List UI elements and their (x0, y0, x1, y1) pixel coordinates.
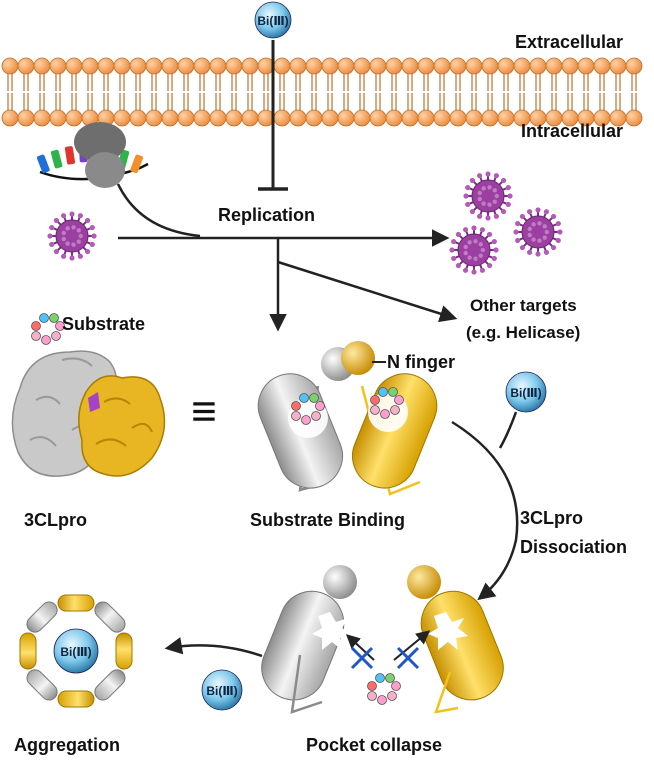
intracellular-label: Intracellular (521, 121, 623, 141)
svg-text:Bi(Ⅲ): Bi(Ⅲ) (510, 386, 541, 400)
substrate-label: Substrate (62, 314, 145, 334)
svg-text:Bi(Ⅲ): Bi(Ⅲ) (257, 14, 288, 28)
n-finger-label: N finger (387, 352, 455, 372)
extracellular-label: Extracellular (515, 32, 623, 52)
substrate-icon (31, 313, 65, 345)
aggregation-cluster (19, 594, 133, 708)
bi-ion-top: Bi(Ⅲ) (254, 1, 292, 39)
dissociation-label-line2: Dissociation (520, 537, 627, 557)
3clpro-dimer-cartoon (257, 341, 438, 496)
other-targets-label: Other targets (470, 296, 577, 315)
equivalence-symbol: ≡ (191, 387, 217, 436)
bi-ion-right: Bi(Ⅲ) (505, 371, 547, 413)
blocked-binding-left-icon (345, 634, 375, 670)
aggregation-arrow (164, 637, 263, 658)
3clpro-surface-structure (11, 350, 166, 477)
other-targets-arrow (277, 260, 458, 323)
bi-ion-bottom: Bi(Ⅲ) (201, 669, 243, 711)
blocked-binding-right-icon (393, 630, 431, 670)
replication-label: Replication (218, 205, 315, 225)
translation-curve (116, 183, 201, 238)
bi-ion-aggregate-center: Bi(Ⅲ) (53, 628, 99, 674)
other-targets-example: (e.g. Helicase) (466, 323, 580, 342)
collapse-burst-left (312, 612, 352, 650)
bi-ion-join-line (498, 411, 518, 449)
substrate-binding-label: Substrate Binding (250, 510, 405, 530)
dissociation-arrow (451, 420, 519, 601)
dissociation-label-line1: 3CLpro (520, 508, 583, 528)
ribosome-rna-icon (36, 122, 149, 188)
collapse-burst-right (428, 612, 468, 650)
pocket-collapse-label: Pocket collapse (306, 735, 442, 755)
aggregation-label: Aggregation (14, 735, 120, 755)
collapsed-monomers (261, 565, 504, 714)
virus-particles (47, 171, 563, 275)
svg-text:Bi(Ⅲ): Bi(Ⅲ) (60, 645, 91, 659)
3clpro-label: 3CLpro (24, 510, 87, 530)
cell-membrane (1, 57, 643, 127)
svg-text:Bi(Ⅲ): Bi(Ⅲ) (206, 684, 237, 698)
